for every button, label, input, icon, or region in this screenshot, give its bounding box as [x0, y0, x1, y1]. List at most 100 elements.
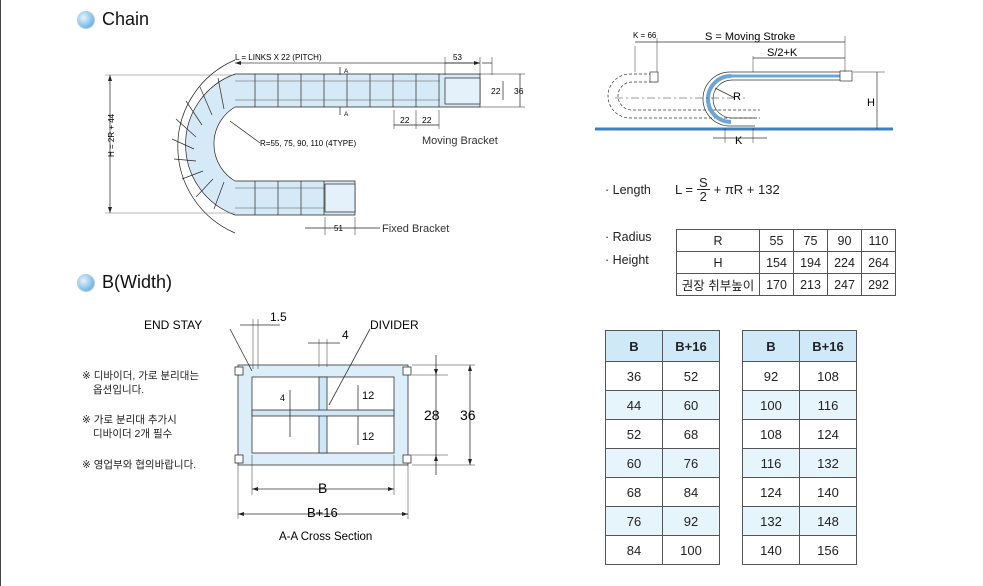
- section-a-bottom: A: [344, 111, 349, 118]
- table-cell: 76: [605, 506, 663, 536]
- table-cell: 84: [605, 535, 663, 565]
- table-cell: 84: [662, 477, 720, 507]
- chain-diagram: L = LINKS X 22 (PITCH) 53 22 36 22 22 A …: [105, 53, 525, 235]
- dim-4-vertical: 4: [280, 393, 285, 403]
- table-cell: 116: [799, 390, 857, 420]
- note-line: ※ 영업부와 협의바랍니다.: [82, 459, 197, 471]
- table-cell: 52: [662, 361, 720, 391]
- table-cell: 52: [605, 419, 663, 449]
- dim-36: 36: [460, 407, 476, 423]
- dim-12-bottom: 12: [362, 431, 374, 443]
- table-cell: 75: [793, 229, 828, 252]
- table-cell: 154: [759, 251, 794, 274]
- table-cell: 156: [799, 535, 857, 565]
- table-cell: 92: [742, 361, 800, 391]
- table-cell: 권장 취부높이: [676, 273, 760, 296]
- table-cell: 60: [605, 448, 663, 478]
- length-label: L = LINKS X 22 (PITCH): [235, 53, 322, 62]
- dim-28: 28: [424, 407, 440, 423]
- table-cell: 110: [861, 229, 896, 252]
- length-label: · Length: [605, 183, 651, 197]
- table-cell: 124: [742, 477, 800, 507]
- table-cell: 116: [742, 448, 800, 478]
- r-label: R: [733, 91, 741, 103]
- section-heading-chain: Chain: [78, 9, 149, 30]
- radius-label: R=55, 75, 90, 110 (4TYPE): [260, 139, 356, 148]
- dim-53: 53: [453, 53, 462, 62]
- dim-51: 51: [334, 224, 343, 233]
- left-border: [0, 0, 1, 586]
- dim-12-top: 12: [362, 390, 374, 402]
- table-cell: 140: [742, 535, 800, 565]
- table-cell: 100: [662, 535, 720, 565]
- radius-label: · Radius: [605, 230, 652, 244]
- table-cell: 292: [861, 273, 896, 296]
- table-cell: 108: [799, 361, 857, 391]
- bullet-icon: [78, 11, 94, 28]
- table-cell: 213: [793, 273, 828, 296]
- section-heading-width: B(Width): [78, 272, 172, 293]
- table-cell: 100: [742, 390, 800, 420]
- note-line: 옵션입니다.: [93, 384, 145, 396]
- height-label: H = 2R + 44: [107, 113, 116, 157]
- table-cell: H: [676, 251, 760, 274]
- table-cell: 36: [605, 361, 663, 391]
- table-cell: 108: [742, 419, 800, 449]
- note-line: ※ 디바이더, 가로 분리대는: [82, 370, 200, 382]
- table-cell: 247: [827, 273, 862, 296]
- dim-4: 4: [342, 328, 349, 342]
- table-cell: 90: [827, 229, 862, 252]
- section-a-top: A: [344, 68, 349, 75]
- stroke-diagram: K = 66 S = Moving Stroke S/2+K R H K: [595, 31, 893, 147]
- table-cell: R: [676, 229, 760, 252]
- dim-22b: 22: [422, 115, 432, 125]
- table-cell: 68: [605, 477, 663, 507]
- k-label: K: [735, 135, 743, 147]
- table-cell: 148: [799, 506, 857, 536]
- k66-label: K = 66: [633, 31, 657, 40]
- formula-numerator: S: [696, 175, 710, 190]
- dim-1-5: 1.5: [270, 310, 287, 324]
- dim-22a: 22: [400, 115, 410, 125]
- moving-stroke-label: S = Moving Stroke: [705, 31, 795, 43]
- table-cell: 44: [605, 390, 663, 420]
- note-3: ※ 영업부와 협의바랍니다.: [82, 458, 196, 472]
- table-cell: 92: [662, 506, 720, 536]
- table-cell: 55: [759, 229, 794, 252]
- note-line: 디바이더 2개 필수: [93, 428, 173, 440]
- table-cell: 132: [799, 448, 857, 478]
- section-title: Chain: [102, 9, 150, 29]
- cross-section-caption: A-A Cross Section: [279, 531, 372, 543]
- bullet-icon: [78, 274, 94, 291]
- h-label: H: [867, 97, 875, 109]
- table-cell: 68: [662, 419, 720, 449]
- formula-denominator: 2: [699, 189, 707, 204]
- height-label: · Height: [605, 253, 649, 267]
- formula-rest: + πR + 132: [713, 182, 780, 197]
- table-cell: 140: [799, 477, 857, 507]
- table-cell: 76: [662, 448, 720, 478]
- table-cell: 194: [793, 251, 828, 274]
- end-stay-label: END STAY: [144, 318, 202, 332]
- note-line: ※ 가로 분리대 추가시: [82, 414, 177, 426]
- dim-b: B: [318, 480, 327, 496]
